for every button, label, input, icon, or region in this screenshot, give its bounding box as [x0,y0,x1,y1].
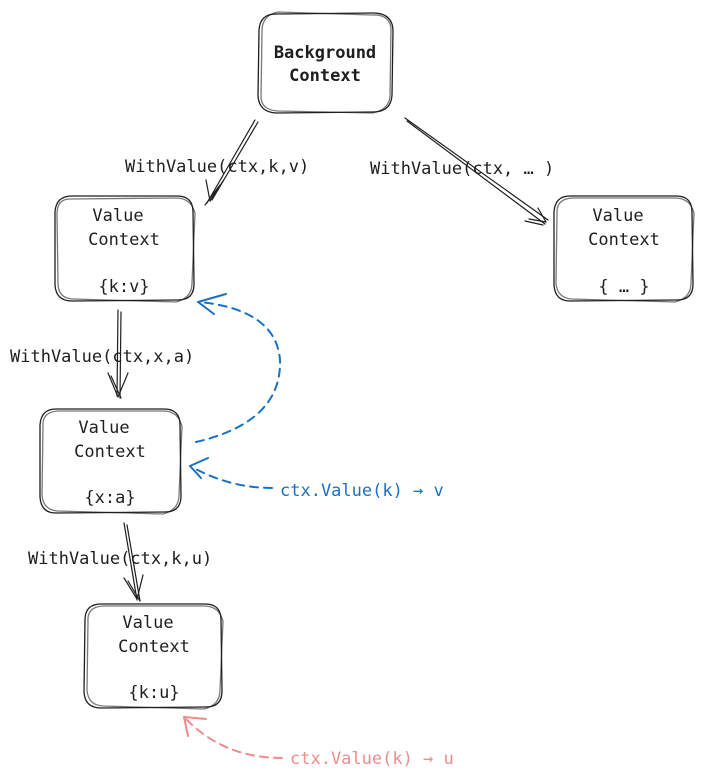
lookup-red-label: ctx.Value(k) → u [290,749,454,769]
value-context-dots-title: Value [592,206,643,226]
edge-label-with-value-kv: WithValue(ctx,k,v) [125,157,309,177]
value-context-ku-title: Value [122,613,173,633]
value-context-xa-title: Value [78,418,129,438]
value-context-xa-payload: {x:a} [84,488,135,508]
background-context-title: Background [274,43,376,63]
value-context-kv-node: Value Context {k:v} [54,195,196,303]
value-context-ku-payload: {k:u} [128,683,179,703]
value-context-ku-node: Value Context {k:u} [83,603,224,710]
edge-background-to-dots: WithValue(ctx, … ) [370,117,554,226]
lookup-red: ctx.Value(k) → u [183,716,454,769]
value-context-ku-subtitle: Context [118,637,190,657]
value-context-dots-node: Value Context { … } [553,195,695,303]
value-context-kv-title: Value [92,206,143,226]
value-context-dots-subtitle: Context [588,230,660,250]
background-context-node: Background Context [257,11,394,114]
value-context-kv-subtitle: Context [88,230,160,250]
value-context-xa-node: Value Context {x:a} [39,408,183,515]
edge-xa-to-ku: WithValue(ctx,k,u) [28,522,212,602]
lookup-blue-label: ctx.Value(k) → v [280,481,444,501]
value-context-kv-payload: {k:v} [98,277,149,297]
lookup-blue: ctx.Value(k) → v [189,293,444,501]
value-context-xa-subtitle: Context [74,442,146,462]
edge-background-to-kv: WithValue(ctx,k,v) [125,119,309,206]
edge-label-with-value-dots: WithValue(ctx, … ) [370,159,554,179]
background-context-subtitle: Context [289,66,361,86]
edge-label-with-value-xa: WithValue(ctx,x,a) [10,347,194,367]
edge-label-with-value-ku: WithValue(ctx,k,u) [28,549,212,569]
value-context-dots-payload: { … } [598,277,649,297]
edge-kv-to-xa: WithValue(ctx,x,a) [10,309,194,399]
